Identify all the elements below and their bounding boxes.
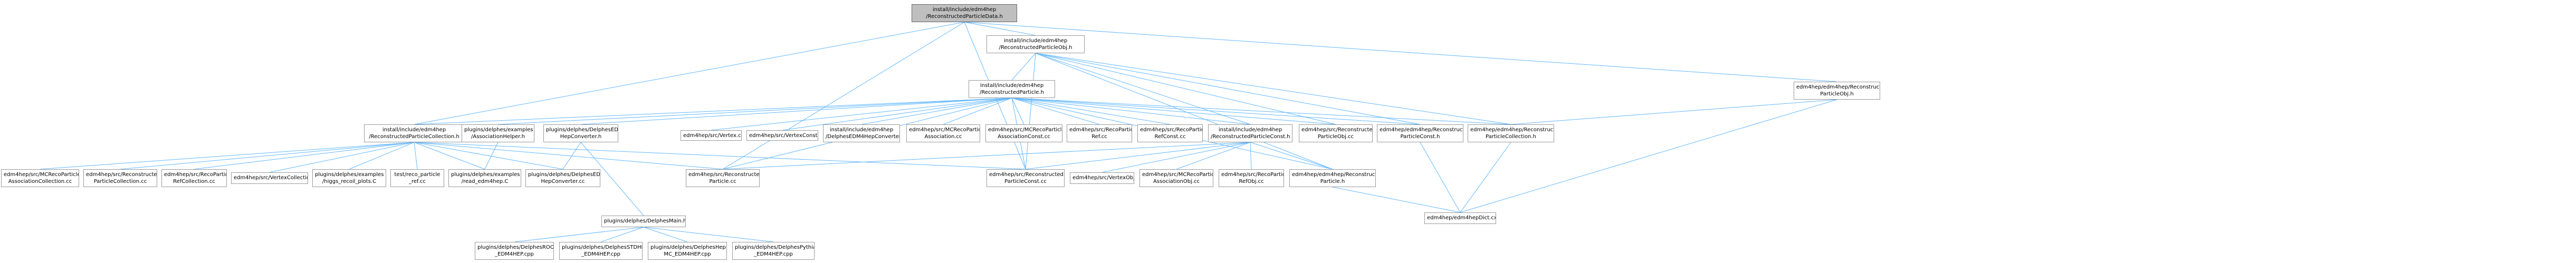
edge-rpobj_h-rp_h2 <box>1035 53 1333 170</box>
graph-node-vertexobj-cc[interactable]: edm4hep/src/VertexObj.cc <box>1070 172 1134 184</box>
edge-root-rpobj_h2 <box>964 22 1837 82</box>
graph-node-refcoll-cc[interactable]: edm4hep/src/RecoParticle RefCollection.c… <box>161 169 227 187</box>
edge-rp_h-rpobj_cc <box>1011 98 1336 125</box>
graph-node-rp-cc[interactable]: edm4hep/src/Reconstructed Particle.cc <box>686 169 760 187</box>
graph-node-mcassocobj-cc[interactable]: edm4hep/src/MCRecoParticle AssociationOb… <box>1139 169 1213 187</box>
edge-rp_h-rprefconst_cc <box>1011 98 1171 125</box>
edge-rpconst_h2-dict_cxx <box>1420 142 1461 213</box>
graph-node-root-cpp[interactable]: plugins/delphes/DelphesROOT _EDM4HEP.cpp <box>475 242 554 260</box>
edge-rp_h-rpcoll_h2 <box>1011 98 1511 125</box>
edge-rp_h2-dict_cxx <box>1332 187 1461 213</box>
edge-rpobj_h2-rpcoll_h2 <box>1510 99 1837 125</box>
edge-rp_h-helper_h <box>497 98 1012 125</box>
graph-node-rpref-cc[interactable]: edm4hep/src/RecoParticle Ref.cc <box>1067 124 1132 142</box>
edge-rpconst_h-mcassocobj_cc <box>1176 142 1251 170</box>
edge-rpobj_h2-dict_cxx <box>1460 99 1837 213</box>
graph-node-rpcoll-cc[interactable]: edm4hep/src/Reconstructed ParticleCollec… <box>83 169 157 187</box>
graph-node-root: install/include/edm4hep /ReconstructedPa… <box>912 4 1017 22</box>
graph-node-mcassoccoll-cc[interactable]: edm4hep/src/MCRecoParticle AssociationCo… <box>1 169 79 187</box>
edge-rpconst_h-rpconst_cc <box>1025 142 1251 170</box>
graph-node-dict-cxx[interactable]: edm4hep/edm4hepDict.cxx <box>1424 212 1496 224</box>
graph-node-vertex-cc[interactable]: edm4hep/src/Vertex.cc <box>681 130 742 141</box>
edge-rpcoll_h2-dict_cxx <box>1460 142 1511 213</box>
edge-rpobj_h-rp_h <box>1011 53 1036 81</box>
edge-root-rpobj_h <box>964 22 1036 36</box>
edge-rpobj_h-rpconst_h2 <box>1035 53 1421 125</box>
graph-node-mcrpassoc-cc[interactable]: edm4hep/src/MCRecoParticle Association.c… <box>906 124 980 142</box>
graph-node-rp-h2[interactable]: edm4hep/edm4hep/Reconstructed Particle.h <box>1289 169 1376 187</box>
graph-node-pythia-cpp[interactable]: plugins/delphes/DelphesPythia8 _EDM4HEP.… <box>732 242 815 260</box>
edge-root-rpcoll_h <box>414 22 965 125</box>
graph-node-vertexcoll-cc[interactable]: edm4hep/src/VertexCollection.cc <box>231 172 308 184</box>
graph-node-recoil-c[interactable]: plugins/delphes/examples /higgs_recoil_p… <box>312 169 386 187</box>
graph-node-rpobj-cc[interactable]: edm4hep/src/Reconstructed ParticleObj.cc <box>1299 124 1373 142</box>
graph-node-rpconst-h[interactable]: install/include/edm4hep /ReconstructedPa… <box>1208 124 1292 142</box>
edge-rpobj_h-rpconst_h <box>1035 53 1251 125</box>
graph-node-helper-h[interactable]: plugins/delphes/examples /AssociationHel… <box>462 124 534 142</box>
edge-rp_h-vertexconst_cc <box>782 98 1012 131</box>
graph-node-rp-h[interactable]: install/include/edm4hep /ReconstructedPa… <box>969 80 1055 98</box>
graph-node-rpobj-h2[interactable]: edm4hep/edm4hep/Reconstructed ParticleOb… <box>1794 82 1880 100</box>
edge-rpcoll_h-recoil_c <box>349 142 415 170</box>
graph-node-vertexconst-cc[interactable]: edm4hep/src/VertexConst.cc <box>746 130 818 141</box>
edge-dmain_h-hepmc_cpp <box>643 227 688 242</box>
edge-dconv_h-dconv_cc <box>562 142 581 170</box>
edge-rpobj_h-rpcoll_h2 <box>1035 53 1511 125</box>
edge-rpconst_h-rp_cc <box>722 142 1251 170</box>
edge-dconv_h-dmain_h <box>580 142 644 216</box>
graph-node-dconv-h[interactable]: plugins/delphes/DelphesEDM4 HepConverter… <box>543 124 618 142</box>
edge-rpcoll_h-mcassoccoll_cc <box>40 142 415 170</box>
edge-rpcoll_h-rpconst_cc <box>414 142 1026 170</box>
edge-dmain_h-root_cpp <box>514 227 644 242</box>
edge-rp_h-rpref_cc <box>1011 98 1100 125</box>
graph-node-read-cc[interactable]: plugins/delphes/examples /read_edm4hep.C <box>448 169 521 187</box>
edge-rpcoll_h-refcoll_cc <box>194 142 415 170</box>
graph-node-rpconst-h2[interactable]: edm4hep/edm4hep/Reconstructed ParticleCo… <box>1377 124 1463 142</box>
graph-node-hepmc-cpp[interactable]: plugins/delphes/DelphesHep MC_EDM4HEP.cp… <box>648 242 727 260</box>
edge-dmain_h-stdhep_cpp <box>600 227 644 242</box>
edge-rpcoll_h-rpcoll_cc <box>120 142 415 170</box>
edge-rpcoll_h-dconv_cc <box>414 142 563 170</box>
edge-rp_h-mcrpassocconst_cc <box>1011 98 1024 125</box>
edge-rp_h-idconv_h <box>861 98 1012 125</box>
graph-node-rpcoll-h2[interactable]: edm4hep/edm4hep/Reconstructed ParticleCo… <box>1468 124 1554 142</box>
graph-node-mcrpassocconst-cc[interactable]: edm4hep/src/MCRecoParticle AssociationCo… <box>985 124 1062 142</box>
edge-rpcoll_h-read_cc <box>414 142 485 170</box>
graph-node-idconv-h[interactable]: install/include/edm4hep /DelphesEDM4HepC… <box>823 124 900 142</box>
edge-rpcoll_h-test_cc <box>414 142 418 170</box>
edge-rp_h-mcrpassoc_cc <box>943 98 1012 125</box>
edge-rpcoll_h-vertexcoll_cc <box>269 142 415 173</box>
graph-node-rpconst-cc[interactable]: edm4hep/src/Reconstructed ParticleConst.… <box>987 169 1065 187</box>
edge-rp_h-dconv_h <box>580 98 1012 125</box>
edge-rpconst_h-rp_h2 <box>1250 142 1333 170</box>
edge-helper_h-read_cc <box>484 142 499 170</box>
edge-rp_h-rpcoll_h <box>414 98 1012 125</box>
graph-node-rpobj-h[interactable]: install/include/edm4hep /ReconstructedPa… <box>987 35 1085 53</box>
graph-node-test-cc[interactable]: test/reco_particle _ref.cc <box>390 169 444 187</box>
edge-rpconst_h-vertexobj_cc <box>1102 142 1251 173</box>
graph-node-rpcoll-h[interactable]: install/include/edm4hep /ReconstructedPa… <box>364 124 464 142</box>
edge-rpcoll_h-rp_cc <box>414 142 723 170</box>
graph-node-stdhep-cpp[interactable]: plugins/delphes/DelphesSTDHEP _EDM4HEP.c… <box>559 242 643 260</box>
edge-rpconst_h-refobj_cc <box>1250 142 1252 170</box>
edge-rpobj_h-rpconst_cc <box>1025 53 1036 170</box>
edge-dmain_h-pythia_cpp <box>643 227 774 242</box>
edge-rp_h-rpconst_h <box>1011 98 1251 125</box>
edge-rpobj_h-rpobj_cc <box>1035 53 1336 125</box>
graph-node-dconv-cc[interactable]: plugins/delphes/DelphesEDM4 HepConverter… <box>525 169 600 187</box>
graph-node-dmain-h[interactable]: plugins/delphes/DelphesMain.h <box>601 216 686 227</box>
edge-rp_h-rpconst_h2 <box>1011 98 1421 125</box>
graph-node-refobj-cc[interactable]: edm4hep/src/RecoParticle RefObj.cc <box>1219 169 1284 187</box>
graph-node-rprefconst-cc[interactable]: edm4hep/src/RecoParticle RefConst.cc <box>1137 124 1203 142</box>
edge-rp_h-vertex_cc <box>711 98 1012 131</box>
edge-root-rp_cc <box>722 22 965 170</box>
